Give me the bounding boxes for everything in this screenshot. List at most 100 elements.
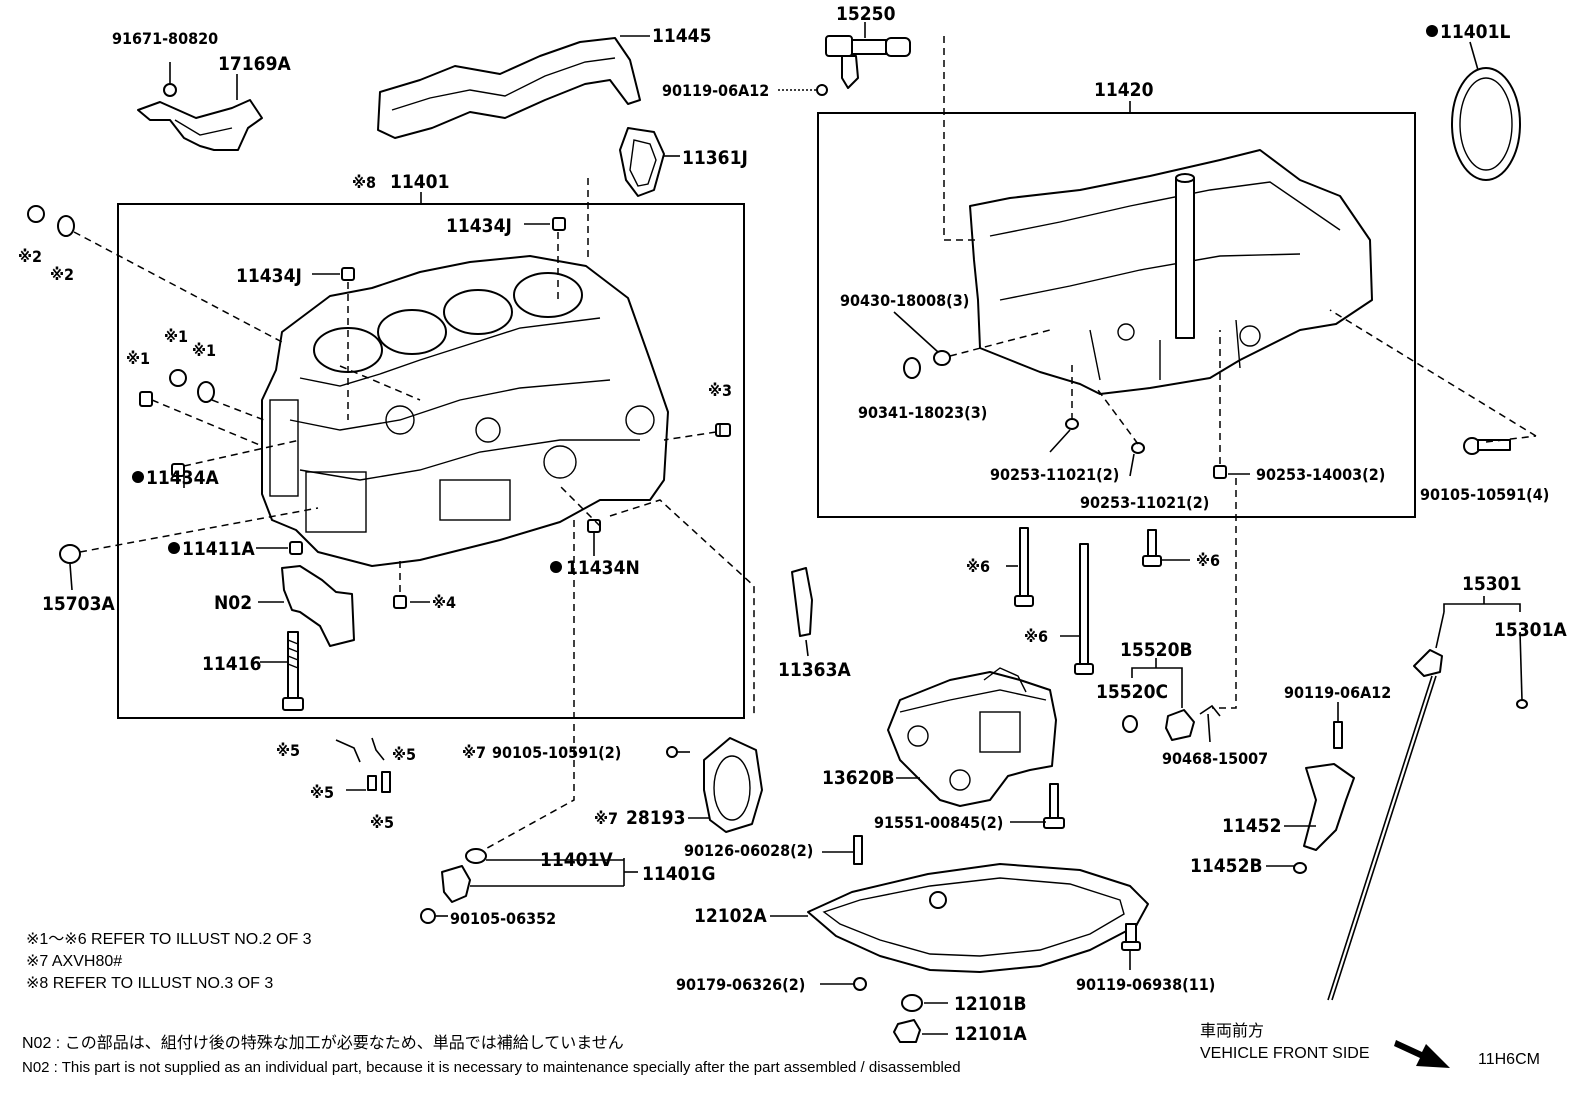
bolt-11416 xyxy=(260,631,304,711)
crankcase-bolts xyxy=(1014,527,1162,675)
gasket-28193 xyxy=(666,737,763,833)
oil-level-gauge-15301 xyxy=(1327,596,1528,1001)
part-label: 28193 xyxy=(626,807,685,829)
part-label: 90430-18008(3) xyxy=(840,291,969,310)
part-label: 15520C xyxy=(1096,681,1168,703)
mark-label: ※7 xyxy=(594,809,618,828)
mark-label: ※4 xyxy=(432,593,456,612)
notes: ※1～※6 REFER TO ILLUST NO.2 OF 3 ※7 AXVH8… xyxy=(22,931,961,1076)
direction-label-en: VEHICLE FRONT SIDE xyxy=(1200,1045,1370,1062)
part-label: 11411A xyxy=(182,538,255,560)
part-labels: 91671-80820 17169A 11445 15250 90119-06A… xyxy=(18,3,1567,1045)
part-label: 15301 xyxy=(1462,573,1521,595)
timing-chain-cover-plate-11445 xyxy=(377,35,650,139)
relief-valve-parts xyxy=(1122,658,1221,741)
part-label: 90105-10591(4) xyxy=(1420,485,1549,504)
part-label: 11445 xyxy=(652,25,711,47)
mark-label: ※1 xyxy=(126,349,150,368)
part-label: 11401L xyxy=(1440,21,1510,43)
part-label: 11434A xyxy=(146,467,219,489)
part-label: 90253-14003(2) xyxy=(1256,465,1385,484)
part-label: 91551-00845(2) xyxy=(874,813,1003,832)
mark-label: ※2 xyxy=(50,265,74,284)
part-label: 90119-06938(11) xyxy=(1076,975,1215,994)
stiffening-crankcase-frame xyxy=(817,112,1416,518)
crankshaft-rear-oil-seal-11401L xyxy=(1451,41,1521,181)
part-label: 90253-11021(2) xyxy=(1080,493,1209,512)
part-label: 11434N xyxy=(566,557,640,579)
knock-sensor-11401V xyxy=(420,848,638,924)
part-label: 11401G xyxy=(642,863,716,885)
part-label: 11401 xyxy=(390,171,449,193)
part-label: 11434J xyxy=(446,215,512,237)
part-label: 13620B xyxy=(822,767,895,789)
part-label: 12101B xyxy=(954,993,1027,1015)
mark-label: ※3 xyxy=(708,381,732,400)
crankcase-dashed-leaders xyxy=(943,36,1537,709)
bullet-icon xyxy=(550,561,562,573)
part-label: 11434J xyxy=(236,265,302,287)
mark-label: ※1 xyxy=(192,341,216,360)
direction-label-jp: 車両前方 xyxy=(1200,1022,1264,1040)
oil-pump-13620B xyxy=(887,667,1057,807)
mark-label: ※6 xyxy=(966,557,990,576)
part-label: 11361J xyxy=(682,147,748,169)
mark-label: ※6 xyxy=(1024,627,1048,646)
part-label: 11452 xyxy=(1222,815,1281,837)
bullet-icon xyxy=(132,471,144,483)
front-side-arrow-icon xyxy=(1394,1040,1450,1068)
block-dashed-leaders xyxy=(73,178,755,853)
diagram-code: 11H6CM xyxy=(1478,1051,1540,1068)
part-label: 90126-06028(2) xyxy=(684,841,813,860)
hose-11363A xyxy=(791,567,813,657)
mark-label: ※6 xyxy=(1196,551,1220,570)
bullet-icon xyxy=(1426,25,1438,37)
engine-hanger-bracket-17169A xyxy=(137,62,263,151)
part-label: 11420 xyxy=(1094,79,1154,101)
part-label: 90105-10591(2) xyxy=(492,743,621,762)
oil-pump-bolt xyxy=(1043,783,1065,829)
note-line: N02 : この部品は、組付け後の特殊な加工が必要なため、単品では補給していませ… xyxy=(22,1034,624,1052)
part-label: 90253-11021(2) xyxy=(990,465,1119,484)
part-label: 90105-06352 xyxy=(450,909,556,928)
part-label: 11416 xyxy=(202,653,261,675)
cylinder-block-frame xyxy=(117,203,745,719)
part-label: 15301A xyxy=(1494,619,1567,641)
part-label: 17169A xyxy=(218,53,291,75)
mark-label: ※7 xyxy=(462,743,486,762)
part-label: N02 xyxy=(214,592,252,614)
dipstick-guide-11452 xyxy=(1266,702,1355,874)
mark-label: ※5 xyxy=(370,813,394,832)
part-label: 90179-06326(2) xyxy=(676,975,805,994)
part-label: 90468-15007 xyxy=(1162,749,1268,768)
mark-label: ※2 xyxy=(18,247,42,266)
bullet-icon xyxy=(168,542,180,554)
note-line: N02 : This part is not supplied as an in… xyxy=(22,1059,961,1076)
part-label: 12101A xyxy=(954,1023,1027,1045)
part-label: 90341-18023(3) xyxy=(858,403,987,422)
part-label: 15520B xyxy=(1120,639,1193,661)
part-label: 11401V xyxy=(540,849,613,871)
mark-label: ※5 xyxy=(276,741,300,760)
part-label: 15703A xyxy=(42,593,115,615)
oil-pan-fasteners xyxy=(853,835,1141,1043)
part-label: 90119-06A12 xyxy=(662,81,769,100)
mark-label: ※8 xyxy=(352,173,376,192)
oil-control-valve-15250 xyxy=(778,22,911,96)
part-label: 12102A xyxy=(694,905,767,927)
mark-label: ※5 xyxy=(310,783,334,802)
oil-pan-12102A xyxy=(770,863,1149,973)
gasket-11361J xyxy=(619,127,680,197)
part-label: 15250 xyxy=(836,3,896,25)
cylinder-block xyxy=(261,255,669,567)
note-line: ※7 AXVH80# xyxy=(26,953,122,970)
mark-label: ※1 xyxy=(164,327,188,346)
part-label: 11363A xyxy=(778,659,851,681)
bearing-cap-N02 xyxy=(258,565,355,647)
mark-label: ※5 xyxy=(392,745,416,764)
part-label: 11452B xyxy=(1190,855,1263,877)
part-label: 91671-80820 xyxy=(112,29,218,48)
stiffening-crankcase-11420 xyxy=(969,149,1373,395)
small-parts-5 xyxy=(335,737,391,793)
